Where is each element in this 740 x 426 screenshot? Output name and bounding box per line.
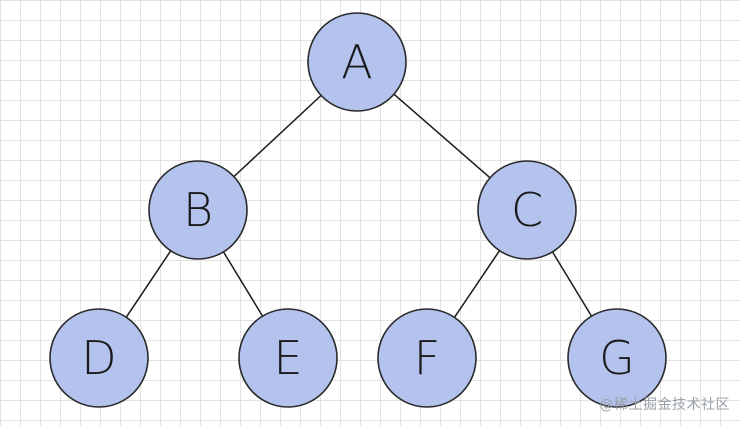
node-circle (49, 308, 149, 408)
node-d: D (49, 308, 149, 408)
node-e: E (238, 308, 338, 408)
node-circle (477, 160, 577, 260)
node-circle (148, 160, 248, 260)
tree-edges (125, 93, 593, 318)
watermark-text: @稀土掘金技术社区 (599, 397, 730, 413)
tree-nodes: A B C D E F G (49, 12, 667, 408)
edge-b-e (222, 251, 264, 317)
node-circle (377, 308, 477, 408)
node-g: G (567, 308, 667, 408)
node-label: D (81, 331, 116, 385)
node-label: F (414, 331, 440, 385)
edge-a-b (233, 94, 322, 178)
node-circle (238, 308, 338, 408)
node-circle (307, 12, 407, 112)
node-label: B (183, 183, 213, 237)
edge-a-c (393, 93, 491, 179)
edge-b-d (125, 250, 172, 318)
node-label: C (511, 183, 543, 237)
node-label: E (273, 331, 302, 385)
node-label: G (599, 331, 635, 385)
node-a: A (307, 12, 407, 112)
node-c: C (477, 160, 577, 260)
node-f: F (377, 308, 477, 408)
node-label: A (341, 35, 372, 89)
node-circle (567, 308, 667, 408)
edge-c-g (551, 251, 593, 317)
node-b: B (148, 160, 248, 260)
edge-c-f (453, 250, 501, 318)
